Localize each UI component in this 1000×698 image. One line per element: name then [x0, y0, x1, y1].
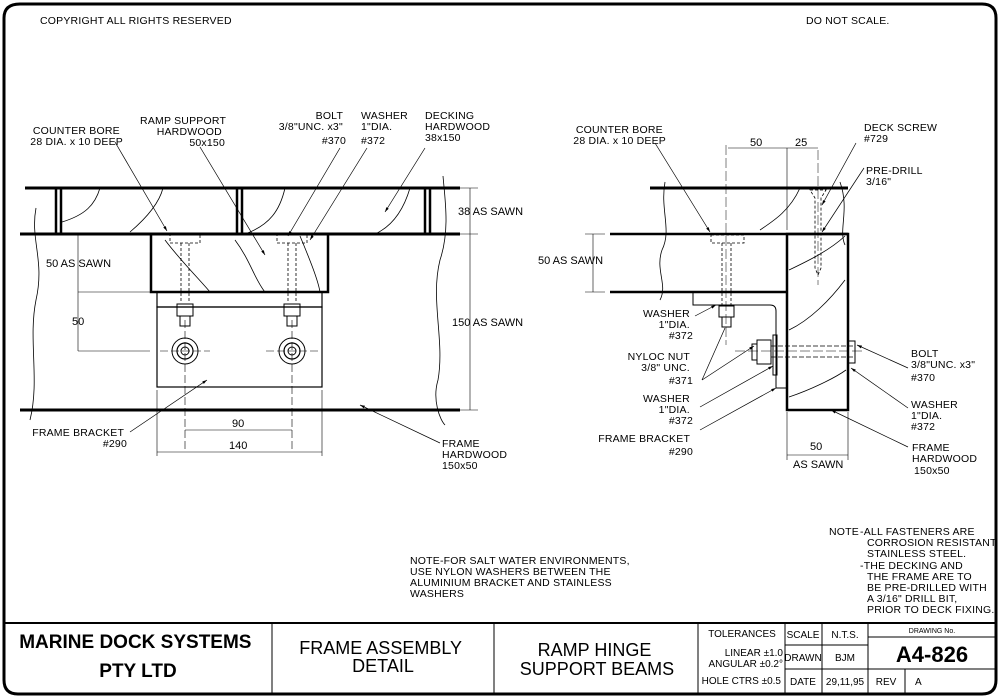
note-salt-water: NOTE-FOR SALT WATER ENVIRONMENTS, USE NY… [410, 555, 633, 600]
rev-value: A [915, 677, 922, 688]
drawn-label: DRAWN [784, 653, 821, 664]
lv-dim-38: 38 AS SAWN [458, 206, 523, 218]
rv-dim-50-frame: 50 [810, 441, 822, 453]
rv-pre-drill-label: PRE-DRILL 3/16" [866, 165, 925, 188]
rev-label: REV [876, 677, 897, 688]
company-name: MARINE DOCK SYSTEMS PTY LTD [19, 632, 257, 682]
rv-dim-50-sawn: 50 AS SAWN [538, 255, 603, 267]
rv-dim-25: 25 [795, 137, 807, 149]
note-general: -ALL FASTENERS ARE CORROSION RESISTANT S… [860, 526, 1000, 616]
rv-frame-hardwood-label: FRAME HARDWOOD 150x50 [912, 442, 980, 477]
copyright-text: COPYRIGHT ALL RIGHTS RESERVED [40, 15, 232, 27]
left-view: COUNTER BORE 28 DIA. x 10 DEEP RAMP SUPP… [20, 110, 523, 472]
date-value: 29,11,95 [826, 677, 865, 688]
rv-dim-50-top: 50 [750, 137, 762, 149]
lv-washer-label: WASHER 1"DIA. #372 [361, 110, 411, 147]
scale-label: SCALE [787, 630, 820, 641]
rv-nyloc-nut-label: NYLOC NUT 3/8" UNC. #371 [628, 351, 693, 387]
tolerance-linear: LINEAR ±1.0 [725, 648, 784, 659]
do-not-scale-text: DO NOT SCALE. [806, 15, 890, 27]
lv-frame-hardwood-label: FRAME HARDWOOD 150x50 [442, 438, 510, 472]
lv-decking-label: DECKING HARDWOOD 38x150 [425, 110, 493, 144]
lv-dim-150: 150 AS SAWN [452, 317, 523, 329]
title-block: MARINE DOCK SYSTEMS PTY LTD FRAME ASSEMB… [4, 622, 996, 694]
rv-washer-right-label: WASHER 1"DIA. #372 [911, 399, 961, 433]
drawing-title: FRAME ASSEMBLY DETAIL [299, 638, 466, 676]
rv-washer-top-label: WASHER 1"DIA. #372 [643, 308, 693, 342]
tolerance-angular: ANGULAR ±0.2° [708, 659, 783, 670]
note-general-prefix: NOTE [829, 526, 859, 538]
lv-bolt-label: BOLT 3/8"UNC. x3" #370 [279, 110, 346, 147]
lv-ramp-support-label: RAMP SUPPORT HARDWOOD 50x150 [140, 115, 229, 149]
lv-dim-50-sawn: 50 AS SAWN [46, 258, 111, 270]
tolerances-header: TOLERANCES [708, 629, 776, 640]
drawing-subtitle: RAMP HINGE SUPPORT BEAMS [520, 640, 674, 679]
lv-dim-50: 50 [72, 316, 84, 328]
left-bolt-1 [160, 234, 210, 450]
scale-value: N.T.S. [831, 630, 858, 641]
rv-frame-bracket-label: FRAME BRACKET #290 [598, 433, 693, 458]
rv-dim-as-sawn: AS SAWN [793, 459, 843, 471]
rv-washer-mid-label: WASHER 1"DIA. #372 [643, 393, 693, 427]
drawing-no-label: DRAWING No. [909, 628, 955, 635]
drawing-number: A4-826 [896, 642, 968, 667]
rv-deck-screw-label: DECK SCREW #729 [864, 122, 940, 145]
lv-counter-bore-label: COUNTER BORE 28 DIA. x 10 DEEP [30, 125, 123, 148]
tolerance-hole: HOLE CTRS ±0.5 [702, 676, 782, 687]
lv-dim-90: 90 [232, 418, 244, 430]
rv-bolt-label: BOLT 3/8"UNC. x3" #370 [911, 348, 978, 384]
rv-counter-bore-label: COUNTER BORE 28 DIA. x 10 DEEP [573, 124, 666, 147]
lv-frame-bracket-label: FRAME BRACKET #290 [32, 427, 127, 450]
date-label: DATE [790, 677, 816, 688]
lv-dim-140: 140 [229, 440, 247, 452]
right-view: COUNTER BORE 28 DIA. x 10 DEEP DECK SCRE… [538, 122, 980, 477]
left-bolt-2 [266, 234, 318, 450]
drawn-value: BJM [835, 653, 855, 664]
